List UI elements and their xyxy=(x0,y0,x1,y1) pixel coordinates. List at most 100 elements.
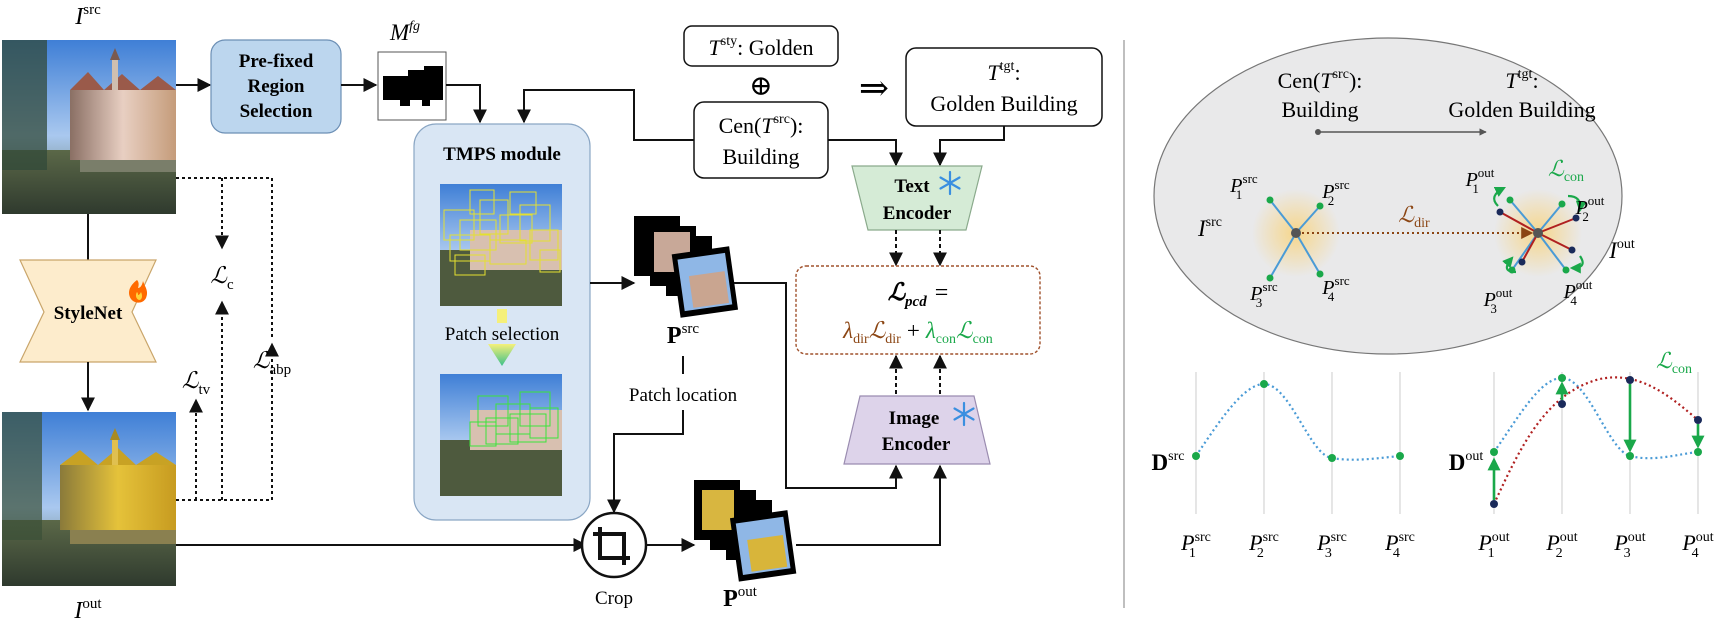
t-tgt-line1: Ttgt: xyxy=(987,59,1020,85)
d-src-grid-lines xyxy=(1195,372,1401,514)
snowflake-icon xyxy=(953,401,975,427)
patch-selection-arrow-stem xyxy=(497,309,507,323)
t-tgt-box: Ttgt: Golden Building xyxy=(905,47,1103,127)
out-image-label: Iout xyxy=(73,596,102,624)
loss-connector-lines xyxy=(176,177,279,501)
tmps-patch-image-bottom xyxy=(440,374,562,496)
implies-symbol: ⇒ xyxy=(859,68,889,108)
t-sty-text: Tsty: Golden xyxy=(709,34,814,60)
d-out-navy-points xyxy=(1490,376,1702,508)
arrow-tgt-to-text-encoder xyxy=(933,126,1005,167)
out-point-dots-green xyxy=(1506,196,1570,274)
p-src-label: Psrc xyxy=(667,321,700,349)
output-image xyxy=(2,412,176,586)
stylenet-block: StyleNet xyxy=(19,259,157,363)
text-encoder-line2: Encoder xyxy=(883,203,952,224)
p-out-patch-stack xyxy=(694,480,797,582)
out-embedding-star xyxy=(1499,199,1577,271)
loss-pcd-lhs: ℒpcd= xyxy=(888,280,949,310)
src-image-label: Isrc xyxy=(74,2,101,30)
loss-tv-label: ℒtv xyxy=(182,368,211,398)
d-out-l-con-label: ℒcon xyxy=(1656,348,1692,377)
snowflake-icon xyxy=(939,170,961,196)
image-encoder-block: Image Encoder xyxy=(843,395,991,465)
oplus-symbol: ⊕ xyxy=(749,71,772,102)
ellipse-t-tgt-line2: Golden Building xyxy=(1448,97,1595,122)
cen-src-box: Cen(Tsrc): Building xyxy=(693,101,829,179)
ellipse-cen-src-line1: Cen(Tsrc): xyxy=(1278,67,1363,93)
d-out-green-points xyxy=(1490,374,1702,460)
tmps-title: TMPS module xyxy=(443,144,561,165)
crop-label: Crop xyxy=(595,588,633,609)
crop-icon xyxy=(580,511,648,579)
arrow-psrc-to-image-encoder xyxy=(734,282,903,489)
d-out-con-arrows xyxy=(1487,381,1705,500)
src-embedding-star xyxy=(1269,199,1321,279)
tmps-module: TMPS module Patch selection xyxy=(413,123,591,521)
loss-c-label: ℒc xyxy=(210,263,234,293)
d-out-blue-curve xyxy=(1493,376,1699,460)
out-center-dot xyxy=(1533,228,1543,238)
patch-selection-arrow-icon xyxy=(488,344,516,366)
ellipse-i-out-label: Iout xyxy=(1608,237,1635,263)
arrow-mask-to-tmps xyxy=(446,84,487,124)
d-out-red-curve xyxy=(1493,376,1699,505)
loss-abp-label: ℒabp xyxy=(253,348,291,378)
d-out-label: Dout xyxy=(1449,449,1484,475)
patch-selection-label: Patch selection xyxy=(445,324,560,345)
d-src-curve xyxy=(1195,382,1401,461)
d-src-points xyxy=(1192,380,1404,462)
ellipse-cen-src-line2: Building xyxy=(1281,97,1358,122)
p-out-label: Pout xyxy=(723,584,758,612)
fire-icon xyxy=(129,280,148,303)
prefixed-line2: Region xyxy=(248,76,305,97)
ellipse-t-tgt-line1: Ttgt: xyxy=(1505,67,1538,93)
image-encoder-line1: Image xyxy=(889,408,940,429)
l-con-curved-arrows xyxy=(1493,187,1587,274)
tmps-patch-image-top xyxy=(440,184,562,306)
loss-pcd-box: ℒpcd= λdirℒdir+λconℒcon xyxy=(795,265,1041,355)
prefixed-line3: Selection xyxy=(240,101,313,122)
stylenet-label: StyleNet xyxy=(54,303,123,324)
source-image xyxy=(2,40,176,214)
prefixed-region-selection-box: Pre-fixed Region Selection xyxy=(210,39,342,134)
cen-src-line2: Building xyxy=(722,144,799,169)
ellipse-i-src-label: Isrc xyxy=(1197,215,1222,241)
foreground-mask xyxy=(377,51,447,121)
text-encoder-line1: Text xyxy=(894,176,930,197)
d-src-label: Dsrc xyxy=(1152,449,1185,475)
l-con-label: ℒcon xyxy=(1548,156,1584,185)
arrow-cen-to-text-encoder xyxy=(828,139,903,167)
out-point-dots-navy xyxy=(1496,208,1580,266)
text-direction-start-dot xyxy=(1315,129,1321,135)
t-sty-box: Tsty: Golden xyxy=(683,25,839,67)
image-encoder-line2: Encoder xyxy=(882,434,951,455)
patch-location-label: Patch location xyxy=(629,385,738,406)
arrow-location-to-crop xyxy=(607,410,684,514)
arrow-pout-to-image-encoder xyxy=(796,464,947,546)
l-dir-label: ℒdir xyxy=(1398,202,1430,231)
p-src-patch-stack xyxy=(634,216,739,318)
loss-pcd-rhs: λdirℒdir+λconℒcon xyxy=(842,318,993,347)
arrow-cen-to-tmps xyxy=(517,89,694,141)
prefixed-line1: Pre-fixed xyxy=(239,51,314,72)
t-tgt-line2: Golden Building xyxy=(930,91,1077,116)
d-out-grid-lines xyxy=(1493,372,1699,514)
